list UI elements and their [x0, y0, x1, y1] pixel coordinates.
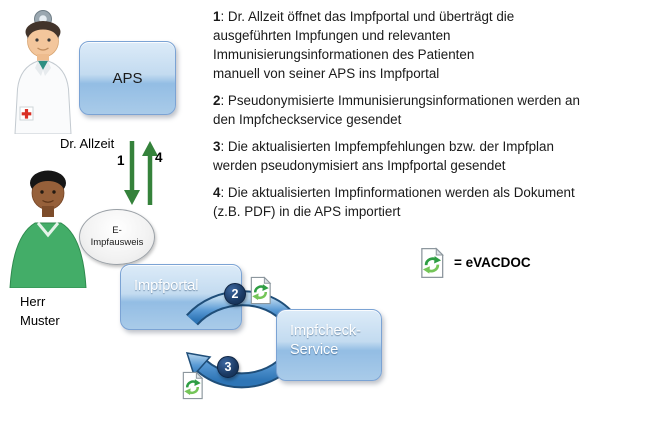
step-1-number: 1	[213, 9, 221, 24]
patient-figure-icon	[9, 170, 87, 288]
step-3-body: : Die aktualisierten Impfempfehlungen bz…	[213, 139, 554, 174]
e-impfausweis-node: E- Impfausweis	[79, 209, 155, 265]
aps-portal-transfer-arrows	[124, 141, 158, 205]
step-2-text: 2: Pseudonymisierte Immunisierungsinform…	[213, 91, 637, 129]
step-2-badge: 2	[224, 283, 246, 305]
evacdoc-legend-icon	[421, 247, 444, 279]
step-2-body: : Pseudonymisierte Immunisierungsinforma…	[213, 93, 580, 128]
step-3-number: 3	[213, 139, 221, 155]
impfcheck-service-label: Impfcheck- Service	[290, 323, 361, 358]
step-1-text: 1: Dr. Allzeit öffnet das Impfportal und…	[213, 7, 637, 83]
doctor-label: Dr. Allzeit	[60, 136, 115, 151]
impfcheck-service-node: Impfcheck- Service	[276, 309, 382, 381]
arrow-down-number: 1	[117, 153, 125, 168]
step-1-body: : Dr. Allzeit öffnet das Impfportal und …	[213, 9, 515, 82]
step-4-body: : Die aktualisierten Impfinformationen w…	[213, 185, 575, 220]
evacdoc-icon	[250, 276, 272, 305]
evacdoc-icon	[182, 371, 204, 400]
step-4-text: 4: Die aktualisierten Impfinformationen …	[213, 183, 637, 221]
step-2-number: 2	[213, 93, 221, 109]
e-impfausweis-label: E- Impfausweis	[90, 225, 144, 248]
step-4-number: 4	[213, 185, 221, 201]
step-3-text: 3: Die aktualisierten Impfempfehlungen b…	[213, 137, 637, 175]
legend-label: = eVACDOC	[454, 255, 531, 270]
patient-label: Herr Muster	[20, 294, 60, 328]
arrow-up-number: 4	[155, 150, 163, 165]
step-descriptions: 1: Dr. Allzeit öffnet das Impfportal und…	[213, 7, 637, 229]
impfportal-label: Impfportal	[134, 278, 199, 294]
aps-node: APS	[79, 41, 176, 115]
doctor-figure-icon	[14, 10, 72, 134]
step-3-badge: 3	[217, 356, 239, 378]
aps-label: APS	[112, 69, 143, 87]
